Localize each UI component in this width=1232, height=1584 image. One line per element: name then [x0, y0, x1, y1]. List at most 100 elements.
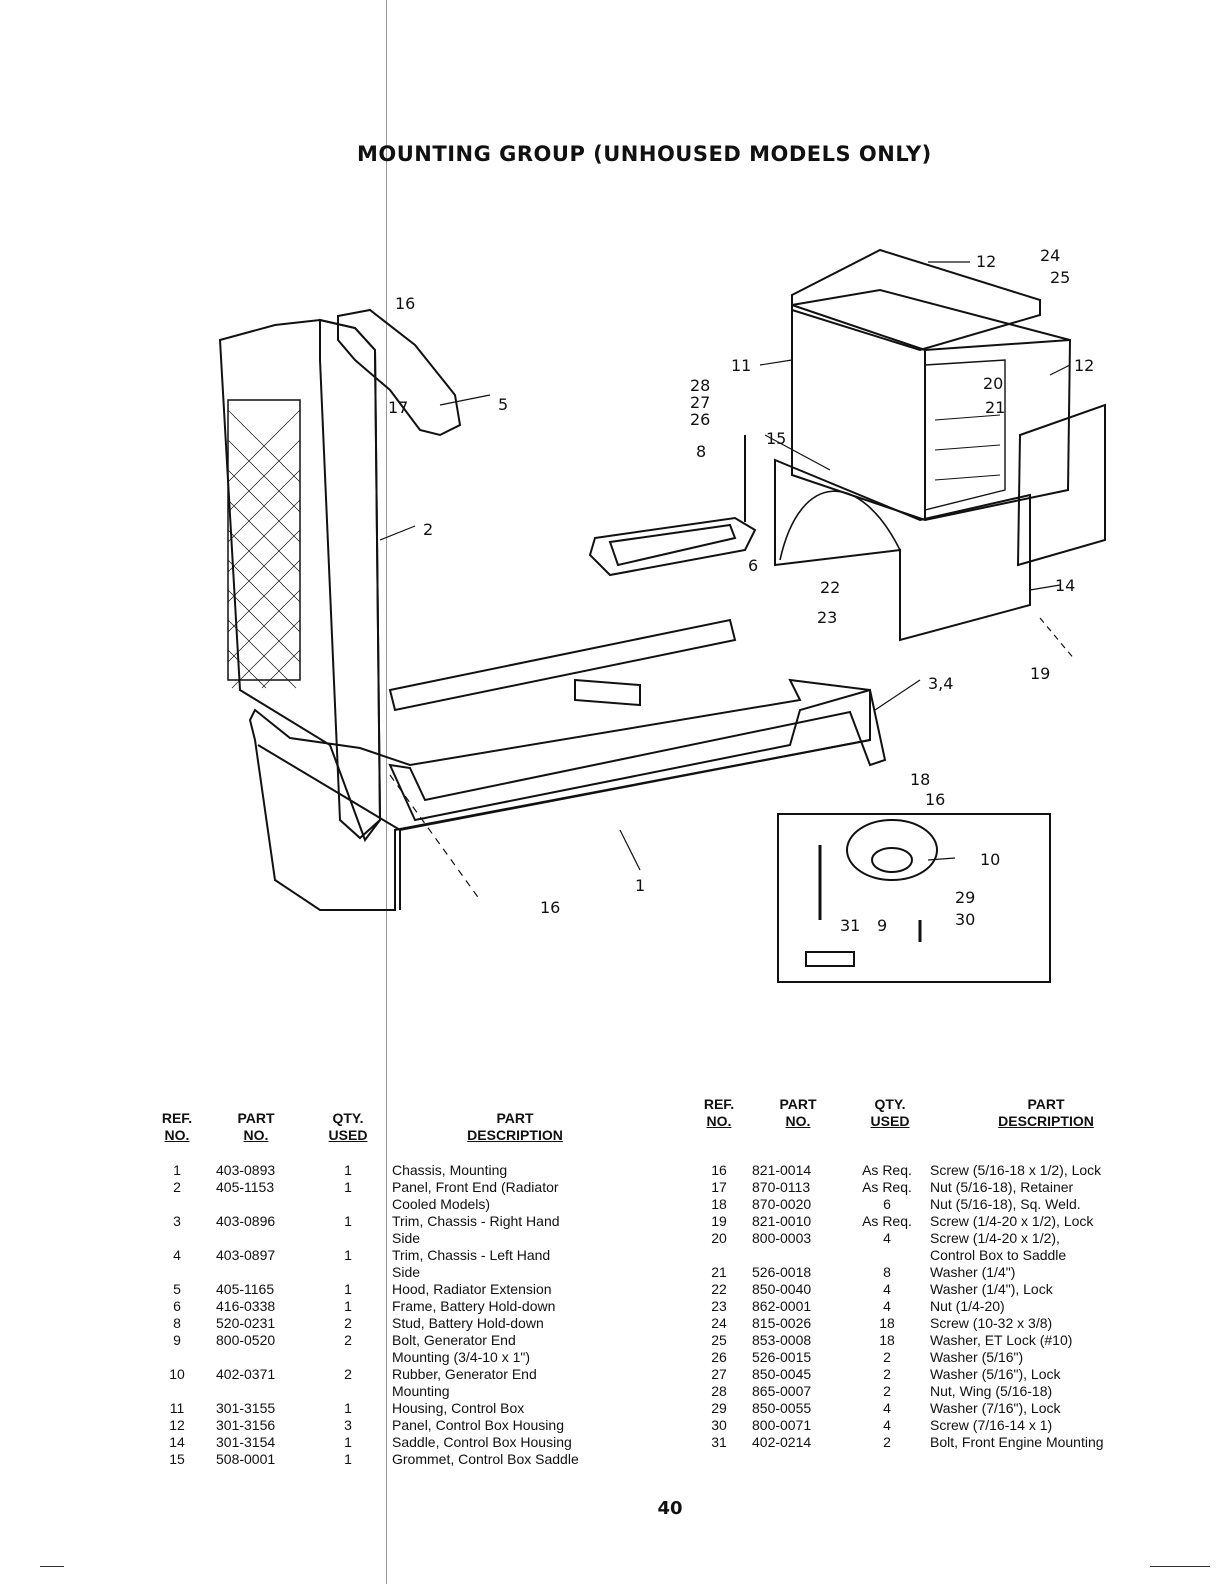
ref-number: 30 — [711, 1417, 727, 1433]
quantity-used: 4 — [883, 1417, 891, 1433]
part-number: 402-0371 — [216, 1366, 276, 1382]
radiator-hood — [337, 308, 462, 437]
engine-mount-inset — [777, 813, 1051, 983]
callout-21: 21 — [985, 398, 1006, 417]
quantity-used: 2 — [883, 1349, 891, 1365]
part-number: 402-0214 — [752, 1434, 812, 1450]
ref-number: 25 — [711, 1332, 727, 1348]
exploded-view-diagram: 16 5 17 2 11 28 27 26 8 15 12 24 25 12 2… — [180, 220, 1120, 1000]
part-description: Washer, ET Lock (#10) — [930, 1332, 1073, 1348]
part-description: Hood, Radiator Extension — [392, 1281, 552, 1297]
part-description: Trim, Chassis - Left Hand Side — [392, 1247, 551, 1280]
callout-3-4: 3,4 — [928, 674, 954, 693]
ref-number: 5 — [173, 1281, 181, 1297]
quantity-used: 1 — [344, 1434, 352, 1450]
control-box-housing — [791, 288, 1072, 522]
callout-29: 29 — [955, 888, 976, 907]
part-number: 800-0003 — [752, 1230, 812, 1246]
part-number: 821-0014 — [752, 1162, 812, 1178]
ref-number: 10 — [169, 1366, 185, 1382]
header-no: NO. — [706, 1113, 732, 1129]
part-number: 821-0010 — [752, 1213, 812, 1229]
part-number: 815-0026 — [752, 1315, 812, 1331]
part-description: Chassis, Mounting — [392, 1162, 508, 1178]
quantity-used: 4 — [883, 1230, 891, 1246]
callout-12-side: 12 — [1074, 356, 1095, 375]
part-number: 520-0231 — [216, 1315, 276, 1331]
part-description: Grommet, Control Box Saddle — [392, 1451, 579, 1467]
header-qty: QTY. — [874, 1096, 906, 1112]
part-number: 301-3155 — [216, 1400, 276, 1416]
quantity-used: 18 — [879, 1315, 895, 1331]
part-number: 850-0040 — [752, 1281, 812, 1297]
quantity-used: 1 — [344, 1298, 352, 1314]
part-number: 405-1153 — [216, 1179, 275, 1195]
control-box-top-panel — [791, 248, 1041, 352]
header-desc-part: PART — [1027, 1096, 1065, 1112]
callout-2: 2 — [423, 520, 434, 539]
callout-5: 5 — [498, 395, 509, 414]
header-description: DESCRIPTION — [467, 1127, 563, 1143]
quantity-used: 2 — [883, 1366, 891, 1382]
quantity-used: 1 — [344, 1213, 352, 1229]
table-row: 31 402-0214 2 Bolt, Front Engine Mounting — [702, 1434, 1162, 1451]
ref-number: 1 — [173, 1162, 181, 1178]
part-number: 862-0001 — [752, 1298, 812, 1314]
part-description: Bolt, Generator End Mounting (3/4-10 x 1… — [392, 1332, 531, 1365]
part-number: 850-0045 — [752, 1366, 812, 1382]
ref-number: 24 — [711, 1315, 727, 1331]
header-part: PART — [237, 1110, 275, 1126]
callout-16-bottom: 16 — [540, 898, 561, 917]
part-description: Washer (1/4"), Lock — [930, 1281, 1053, 1297]
part-number: 403-0896 — [216, 1213, 276, 1229]
part-number: 853-0008 — [752, 1332, 812, 1348]
part-description: Nut (1/4-20) — [930, 1298, 1005, 1314]
ref-number: 22 — [711, 1281, 727, 1297]
callout-31: 31 — [840, 916, 861, 935]
ref-number: 19 — [711, 1213, 727, 1229]
part-description: Nut (5/16-18), Sq. Weld. — [930, 1196, 1081, 1212]
quantity-used: 1 — [344, 1451, 352, 1467]
header-part-no: NO. — [243, 1127, 269, 1143]
callout-18: 18 — [910, 770, 931, 789]
part-description: Bolt, Front Engine Mounting — [930, 1434, 1104, 1450]
callout-27: 27 — [690, 393, 711, 412]
header-description: DESCRIPTION — [998, 1113, 1094, 1129]
quantity-used: 4 — [883, 1400, 891, 1416]
ref-number: 16 — [711, 1162, 727, 1178]
quantity-used: 1 — [344, 1400, 352, 1416]
part-number: 850-0055 — [752, 1400, 812, 1416]
callout-19: 19 — [1030, 664, 1051, 683]
quantity-used: 1 — [344, 1247, 352, 1263]
ref-number: 8 — [173, 1315, 181, 1331]
header-ref: REF. — [161, 1110, 193, 1126]
quantity-used: 2 — [883, 1434, 891, 1450]
ref-number: 31 — [711, 1434, 727, 1450]
callout-11: 11 — [731, 356, 752, 375]
ref-number: 6 — [173, 1298, 181, 1314]
part-number: 405-1165 — [216, 1281, 275, 1297]
callout-17: 17 — [388, 398, 409, 417]
quantity-used: 1 — [344, 1162, 352, 1178]
part-description: Panel, Front End (Radiator Cooled Models… — [392, 1179, 559, 1212]
part-number: 508-0001 — [216, 1451, 276, 1467]
header-used: USED — [328, 1127, 368, 1143]
part-number: 403-0893 — [216, 1162, 276, 1178]
quantity-used: As Req. — [862, 1162, 912, 1178]
callout-20: 20 — [983, 374, 1004, 393]
callout-14: 14 — [1055, 576, 1076, 595]
header-part-no: NO. — [785, 1113, 811, 1129]
callout-6: 6 — [748, 556, 759, 575]
